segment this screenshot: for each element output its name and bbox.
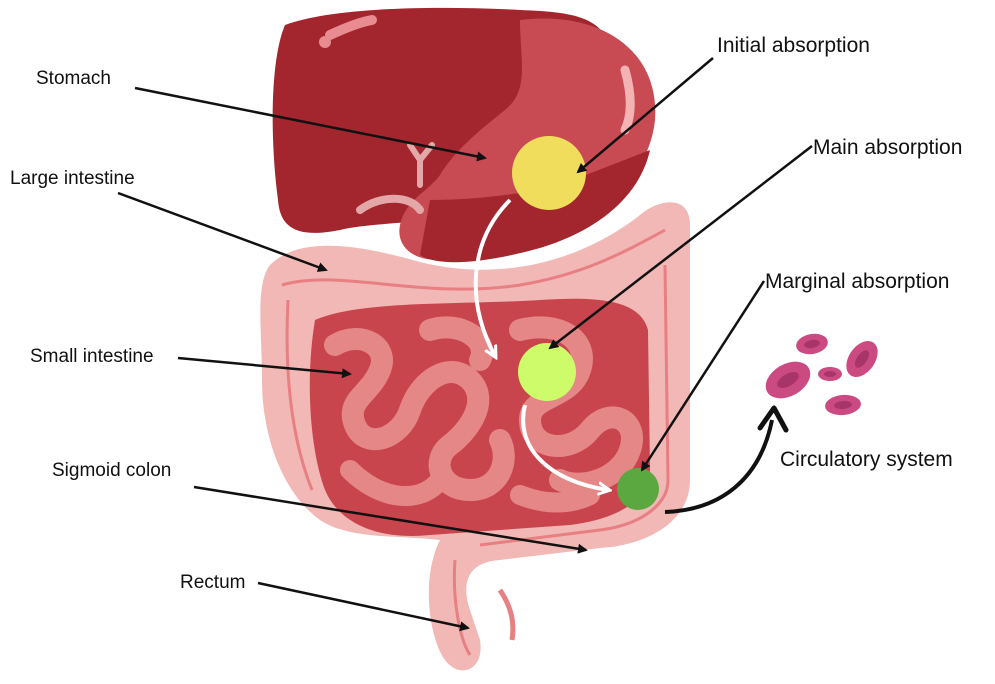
label-marginal-absorption: Marginal absorption bbox=[765, 270, 949, 294]
label-rectum: Rectum bbox=[180, 572, 245, 594]
small-intestine-organ bbox=[310, 299, 650, 536]
label-circulatory-system: Circulatory system bbox=[780, 448, 953, 472]
main-absorption-marker bbox=[518, 343, 576, 401]
label-main-absorption: Main absorption bbox=[813, 136, 962, 160]
marginal-absorption-marker bbox=[617, 468, 659, 510]
label-large-intestine: Large intestine bbox=[10, 168, 135, 190]
label-initial-absorption: Initial absorption bbox=[717, 34, 870, 58]
label-small-intestine: Small intestine bbox=[30, 346, 154, 368]
label-sigmoid-colon: Sigmoid colon bbox=[52, 460, 171, 482]
label-stomach: Stomach bbox=[36, 68, 111, 90]
circulatory-arrow-head bbox=[760, 408, 786, 430]
blood-cells-icon bbox=[759, 331, 884, 416]
initial-absorption-marker bbox=[512, 136, 586, 210]
